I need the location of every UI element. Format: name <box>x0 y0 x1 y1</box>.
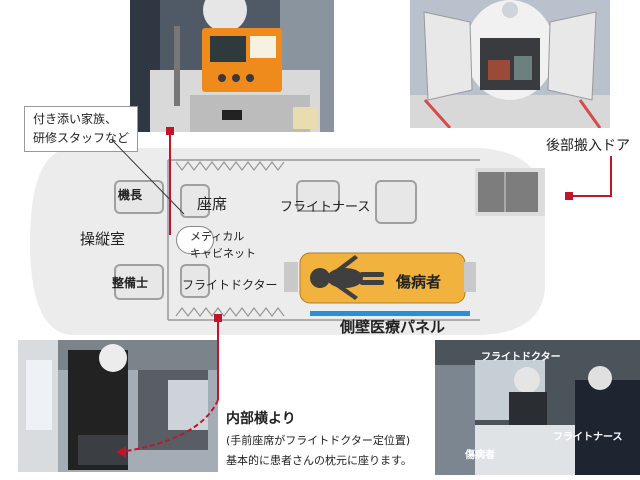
front-seat-top <box>180 184 210 218</box>
photo-label-flight-doctor: フライトドクター <box>481 352 561 363</box>
photo-crew: フライトドクター フライトナース 傷病者 <box>435 340 640 475</box>
leader-family <box>111 139 185 215</box>
label-cockpit: 操縦室 <box>80 230 126 248</box>
nurse-seat-left <box>296 180 340 212</box>
photo-label-flight-nurse: フライトナース <box>553 432 623 443</box>
patient-figure <box>310 255 384 300</box>
monitor-photo-art <box>130 0 334 132</box>
interior-title: 内部横より <box>226 411 296 427</box>
photo-rear-door <box>410 0 610 128</box>
callout-line-1: 付き添い家族、 <box>33 112 118 126</box>
label-seat: 座席 <box>197 195 228 213</box>
marker-monitor <box>166 127 174 135</box>
photo-interior-side <box>18 340 218 472</box>
callout-line-2: 研修スタッフなど <box>33 131 130 145</box>
callout-family-staff: 付き添い家族、 研修スタッフなど <box>24 106 139 152</box>
label-mechanic: 整備士 <box>112 276 149 290</box>
rear-door-photo-art <box>410 0 610 128</box>
marker-rear-door <box>565 192 573 200</box>
mechanic-seat <box>114 264 164 300</box>
label-medical-cabinet-2: キャビネット <box>190 247 256 260</box>
front-seat-bottom <box>180 264 210 298</box>
interior-desc-2: 基本的に患者さんの枕元に座ります。 <box>226 454 412 467</box>
nurse-seat-right <box>375 180 417 224</box>
label-flight-doctor: フライトドクター <box>182 278 278 292</box>
captain-seat <box>114 180 164 214</box>
label-rear-door: 後部搬入ドア <box>546 138 630 154</box>
label-flight-nurse: フライトナース <box>280 200 371 215</box>
label-patient: 傷病者 <box>396 273 442 291</box>
photo-medical-monitor <box>130 0 334 132</box>
label-side-wall-panel: 側壁医療パネル <box>340 318 446 336</box>
leader-doctor-arrow <box>119 399 219 453</box>
zigzag-top <box>175 161 285 171</box>
label-medical-cabinet-1: メディカル <box>190 230 245 243</box>
tail-door <box>478 172 538 212</box>
interior-photo-art <box>18 340 218 472</box>
side-wall-panel-bar <box>310 311 470 316</box>
leader-rear-door <box>571 156 612 197</box>
label-captain: 機長 <box>118 188 143 202</box>
zigzag-bottom <box>175 307 285 317</box>
marker-doctor <box>214 314 222 322</box>
interior-desc-1: (手前座席がフライトドクター定位置) <box>226 434 411 447</box>
photo-label-patient: 傷病者 <box>465 450 495 461</box>
crew-photo-art <box>435 340 640 475</box>
medical-cabinet <box>176 226 214 254</box>
